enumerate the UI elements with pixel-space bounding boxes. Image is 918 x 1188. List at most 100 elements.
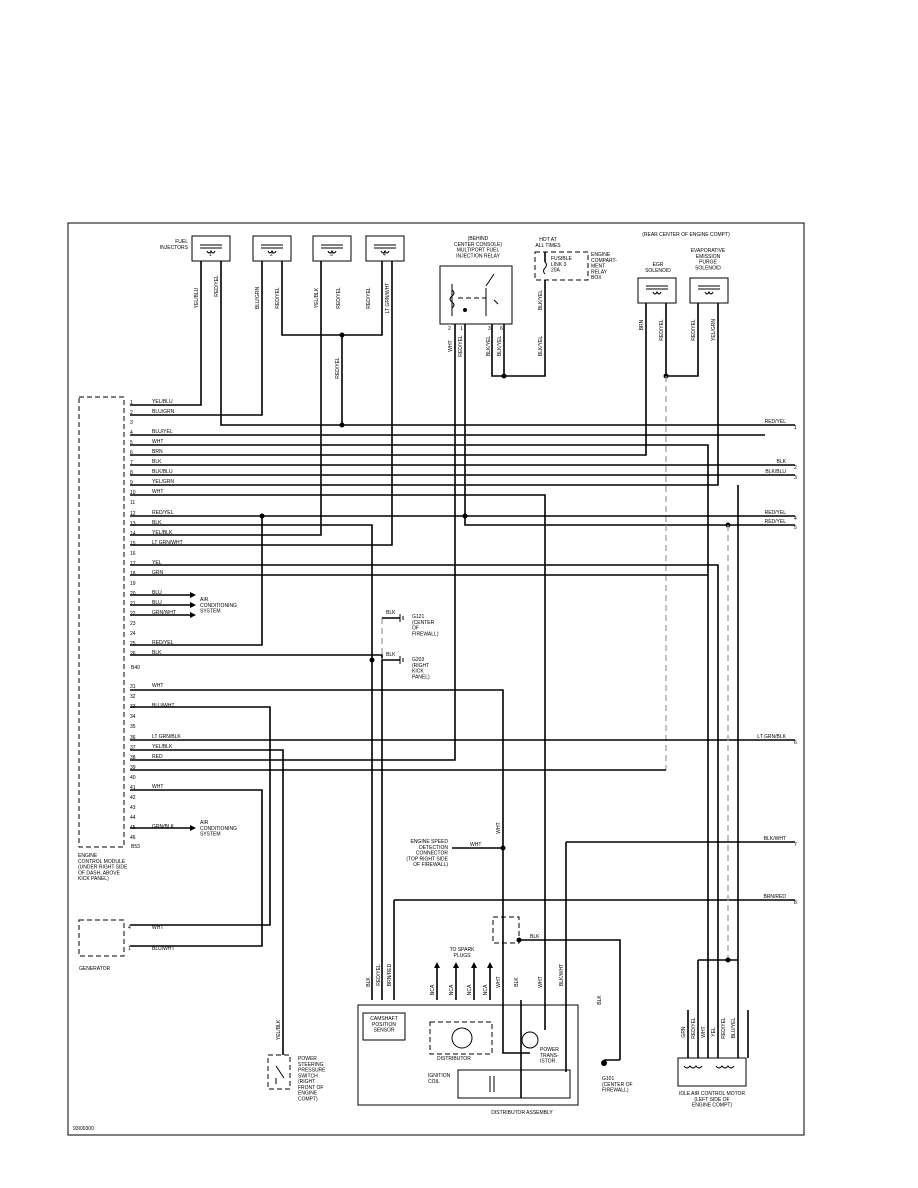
ecm-pin-wire: RED/YEL (152, 640, 174, 646)
label-inj3-right: RED/YEL (336, 287, 342, 309)
label-inj1-right: RED/YEL (214, 275, 220, 297)
ecm-pin-wire: BLU (152, 600, 162, 606)
label-fuse-blk-yel-a: BLK/YEL (538, 290, 544, 311)
ecm-pin-wire: BLK (152, 459, 162, 465)
label-ps-yel-blk: YEL/BLK (276, 1019, 282, 1040)
ecm-pin-number: 8 (130, 470, 133, 476)
blk-g121-label: BLK (386, 610, 396, 616)
ecm-pin-number: 19 (130, 581, 136, 587)
label-spark-nca: NCA (430, 984, 436, 995)
ecm-pin-wire: RED (152, 754, 163, 760)
label-evap-yel-grn: YEL/GRN (711, 319, 717, 341)
label-spark-nca: NCA (483, 984, 489, 995)
label-relay-red-yel: RED/YEL (458, 335, 464, 357)
generator-wire: BLU/WHT (152, 946, 175, 952)
ecm-pin-number: 43 (130, 805, 136, 811)
label-dist-blk2: BLK (514, 977, 520, 987)
ecm-wiring (130, 434, 795, 1060)
camshaft-sensor-box (362, 1012, 406, 1041)
ecm-pin-number: 38 (130, 755, 136, 761)
ecm-pin-number: 12 (130, 511, 136, 517)
label-iac-yel: YEL (711, 1027, 717, 1037)
ecm-pin-number: 1 (130, 400, 133, 406)
diagram-frame (67, 222, 805, 1136)
right-edge-ref: 6 (794, 740, 797, 746)
right-edge-wire: BRN/RED (763, 894, 786, 900)
label-iac-red-yel2: RED/YEL (721, 1017, 727, 1039)
label-g101-blk: BLK (597, 995, 603, 1005)
ecm-pin-wire: LT GRN/WHT (152, 540, 183, 546)
injector-2-number: 2 (270, 252, 273, 258)
ecm-pin-wire: WHT (152, 683, 163, 689)
label-dist-blk-wht: BLK/WHT (559, 964, 565, 986)
ecm-pin-number: 4 (130, 430, 133, 436)
right-edge-ref: 3 (794, 475, 797, 481)
label-relay-blk-yel-b: BLK/YEL (497, 336, 503, 357)
label-relay-blk-yel-a: BLK/YEL (486, 336, 492, 357)
right-edge-ref: 2 (794, 465, 797, 471)
ecm-pin-number: 39 (130, 765, 136, 771)
ecm-pin-number: 41 (130, 785, 136, 791)
generator-label: GENERATOR (79, 966, 111, 972)
label-iac-grn: GRN (681, 1026, 687, 1038)
right-edge-wire: RED/YEL (765, 510, 787, 516)
evap-solenoid-box (689, 277, 729, 304)
injector-wiring (130, 261, 795, 546)
label-fuse-blk-yel-b: BLK/YEL (538, 336, 544, 357)
egr-coil-icon (646, 285, 668, 295)
right-edge-wire: BLK (777, 459, 787, 465)
relay-wiring (130, 280, 795, 761)
relay-pin: 6 (500, 326, 503, 332)
ecm-pin-number: 6 (130, 450, 133, 456)
label-inj-bus: RED/YEL (335, 357, 341, 379)
right-edge-wire: RED/YEL (765, 519, 787, 525)
ecm-pin-wire: BLU (152, 590, 162, 596)
rear-center-label: (REAR CENTER OF ENGINE COMPT) (642, 232, 730, 238)
ecm-pin-wire: RED/YEL (152, 510, 174, 516)
distributor-cap-icon (451, 1027, 473, 1049)
ignition-coil-box (457, 1069, 571, 1099)
generator-pin: 4 (128, 925, 131, 931)
label-engine-speed-wht: WHT (496, 822, 502, 833)
ac-arrows (130, 592, 196, 831)
label-dist-wht2: WHT (538, 976, 544, 987)
ecm-pin-number: 3 (130, 420, 133, 426)
ecm-pin-number: 46 (130, 835, 136, 841)
label-iac-blu-yel: BLU/YEL (731, 1018, 737, 1039)
injector-1-coil-icon (200, 244, 222, 254)
injector-3-number: 3 (330, 252, 333, 258)
label-inj1-left: YEL/BLU (194, 287, 200, 308)
label-dist-blk: BLK (366, 977, 372, 987)
egr-solenoid-box (637, 277, 677, 304)
ecm-pin-number: 20 (130, 591, 136, 597)
label-dist-red-yel: RED/YEL (376, 964, 382, 986)
ground-icon (399, 656, 404, 664)
ecm-pin-wire: GRN/BLK (152, 824, 175, 830)
ground-icon (399, 614, 404, 622)
right-edge-ref: 8 (794, 900, 797, 906)
ecm-pin-number: 37 (130, 745, 136, 751)
ecm-pin-number: 16 (130, 551, 136, 557)
connector-b40: B40 (131, 665, 140, 671)
right-edge-wire: RED/YEL (765, 419, 787, 425)
generator-pin: 1 (128, 946, 131, 952)
relay-pin: 3 (488, 326, 491, 332)
